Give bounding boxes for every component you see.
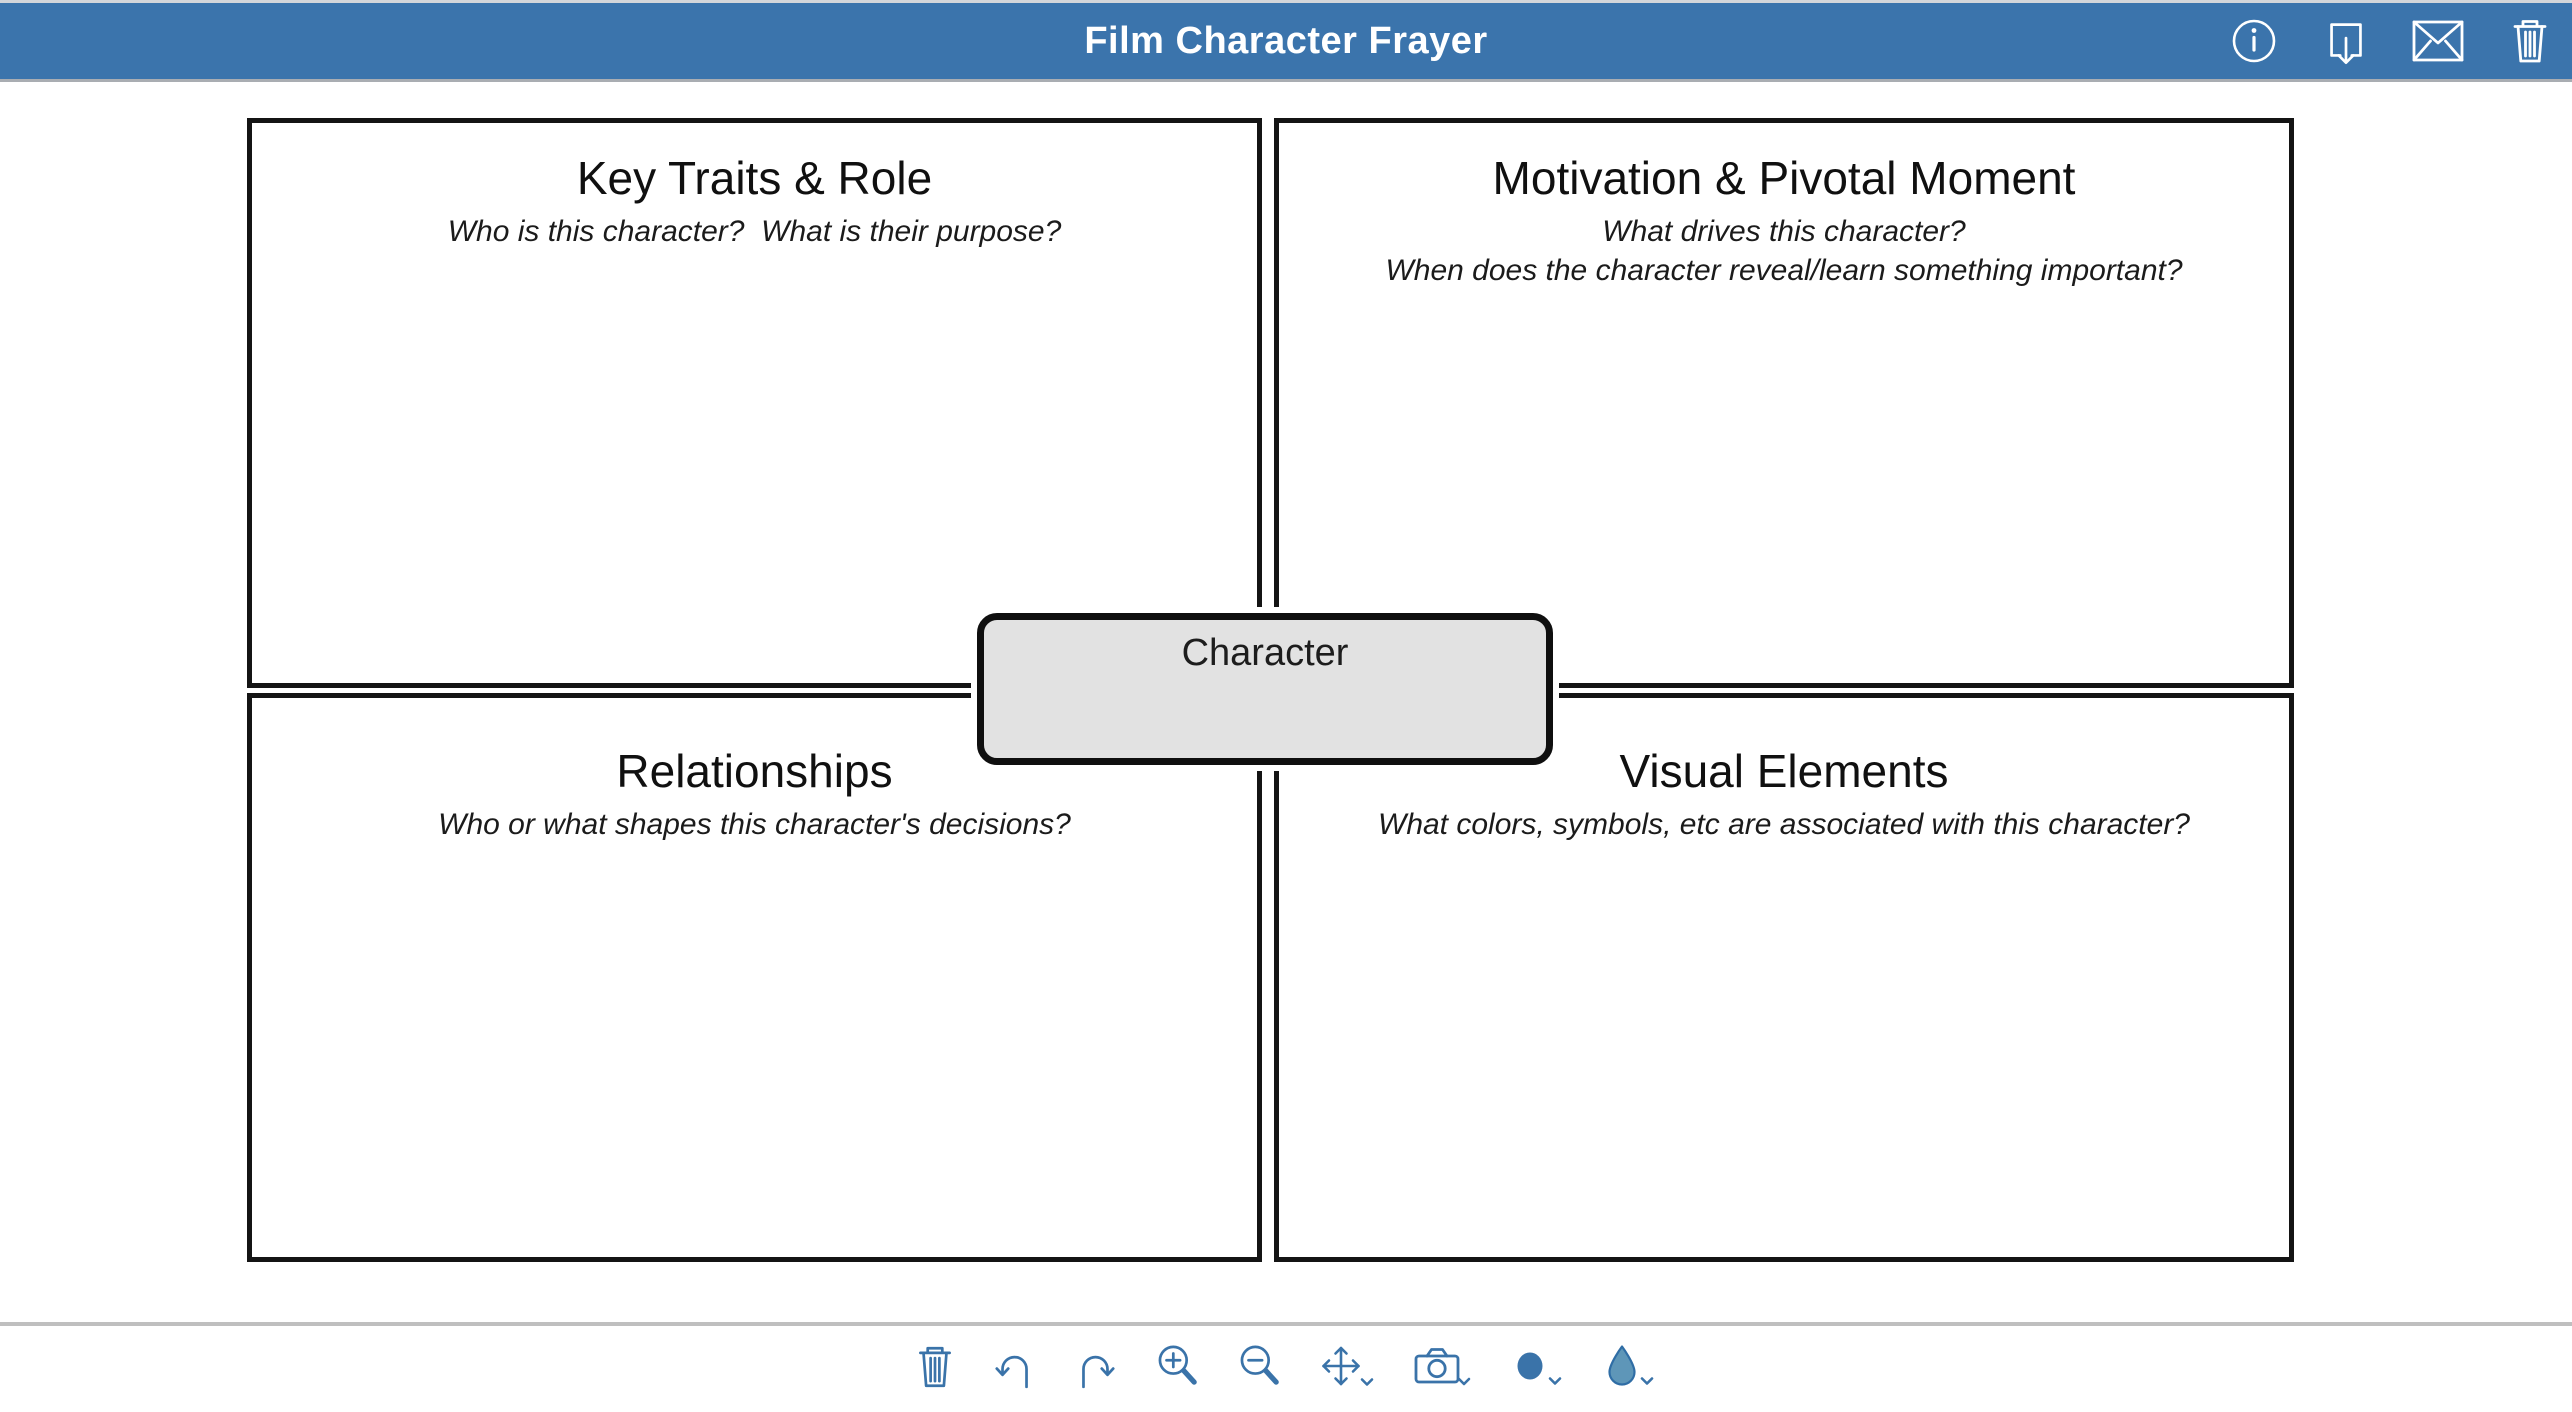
quadrant-prompt: Who is this character? What is their pur… <box>447 215 1062 249</box>
character-center-box[interactable]: Character <box>977 613 1553 765</box>
undo-icon <box>995 1355 1028 1389</box>
quadrant-prompt: When does the character reveal/learn som… <box>1385 254 2183 288</box>
zoom-out-button[interactable] <box>1236 1343 1284 1391</box>
delete-button[interactable] <box>2504 14 2556 68</box>
quadrant-prompt: What colors, symbols, etc are associated… <box>1378 808 2190 842</box>
chevron-down-icon <box>1360 1378 1374 1386</box>
zoom-in-icon <box>1158 1345 1197 1385</box>
download-icon <box>2330 23 2362 65</box>
toolbar-trash-button[interactable] <box>914 1343 956 1391</box>
email-icon <box>2412 20 2464 62</box>
redo-icon <box>1082 1355 1115 1389</box>
quadrant-title: Key Traits & Role <box>576 152 933 204</box>
info-icon <box>2232 19 2276 63</box>
info-button[interactable] <box>2228 14 2280 68</box>
quadrant-prompt: What drives this character? <box>1602 215 1966 249</box>
app-header: Film Character Frayer <box>0 0 2572 82</box>
move-tool-button[interactable] <box>1318 1343 1378 1391</box>
redo-button[interactable] <box>1072 1344 1120 1390</box>
chevron-down-icon <box>1548 1377 1562 1385</box>
quadrant-prompt: Who or what shapes this character's deci… <box>438 808 1071 842</box>
quadrant-title: Relationships <box>616 745 893 797</box>
quadrant-title: Visual Elements <box>1619 745 1949 797</box>
quadrant-relationships[interactable]: Relationships Who or what shapes this ch… <box>247 693 1262 1262</box>
center-box-label: Character <box>1181 632 1349 674</box>
quadrant-title: Motivation & Pivotal Moment <box>1492 152 2076 204</box>
zoom-out-icon <box>1240 1345 1279 1385</box>
quadrant-visual-elements[interactable]: Visual Elements What colors, symbols, et… <box>1274 693 2294 1262</box>
chevron-down-icon <box>1457 1377 1471 1386</box>
header-actions <box>2228 3 2556 79</box>
snapshot-button[interactable] <box>1412 1343 1474 1391</box>
quadrant-motivation[interactable]: Motivation & Pivotal Moment What drives … <box>1274 118 2294 688</box>
shape-circle-icon <box>1517 1352 1562 1385</box>
trash-icon <box>919 1346 951 1388</box>
color-drop-icon <box>1608 1345 1654 1386</box>
pen-size-button[interactable] <box>1508 1343 1566 1391</box>
pen-color-button[interactable] <box>1600 1343 1658 1391</box>
chevron-down-icon <box>1640 1377 1654 1385</box>
undo-button[interactable] <box>990 1344 1038 1390</box>
zoom-in-button[interactable] <box>1154 1343 1202 1391</box>
download-button[interactable] <box>2320 14 2372 68</box>
email-button[interactable] <box>2412 14 2464 68</box>
footer-divider <box>0 1322 2572 1326</box>
drawing-toolbar <box>914 1334 1658 1400</box>
page-title: Film Character Frayer <box>1084 19 1488 62</box>
trash-icon <box>2513 20 2547 63</box>
quadrant-key-traits[interactable]: Key Traits & Role Who is this character?… <box>247 118 1262 688</box>
camera-icon <box>1414 1348 1471 1386</box>
move-icon <box>1322 1346 1374 1386</box>
